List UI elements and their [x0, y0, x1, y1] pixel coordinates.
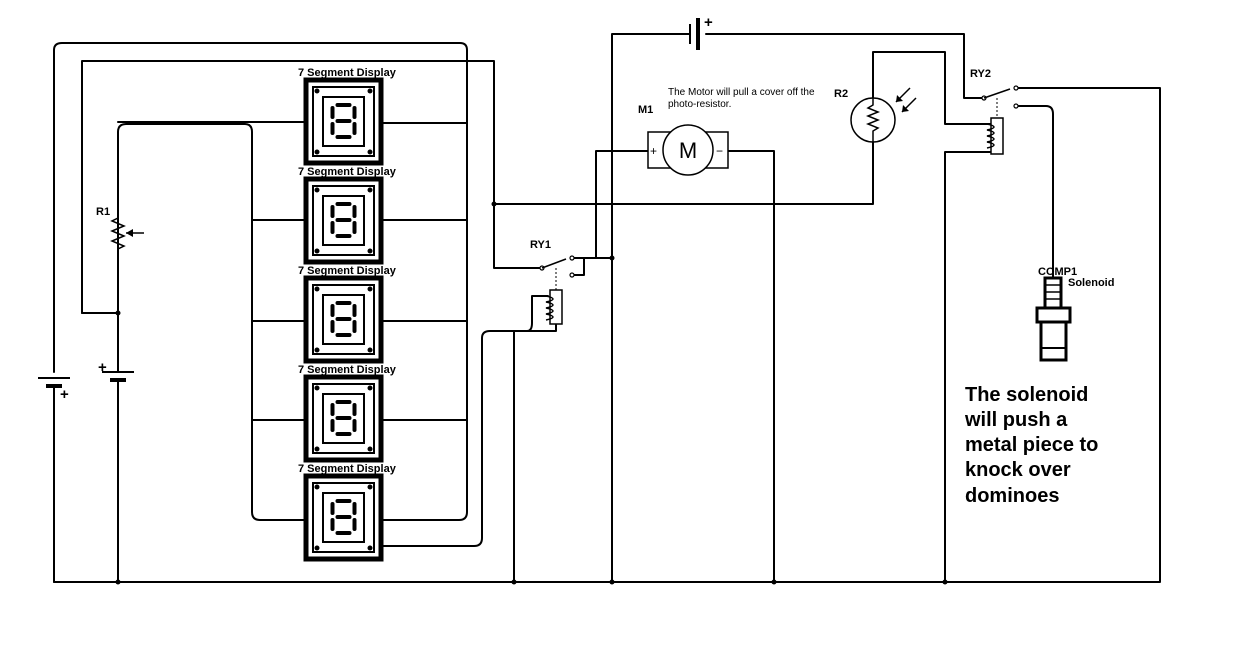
solenoid-note: The solenoid will push a metal piece to … — [964, 384, 1098, 507]
battery-left-plus: + — [60, 386, 69, 403]
r1-label: R1 — [96, 206, 110, 218]
wire-r2-to-bus — [493, 141, 874, 205]
battery-top: + — [689, 14, 713, 50]
seven-segment-display: 7 Segment Display — [298, 265, 397, 364]
r2-label: R2 — [834, 88, 848, 100]
display-label: 7 Segment Display — [298, 265, 397, 277]
wire-ry1-lower — [571, 257, 585, 276]
motor-note-line2: photo-resistor. — [668, 99, 731, 110]
solenoid-note-line1: The solenoid — [965, 384, 1088, 406]
junction-dot — [942, 579, 948, 585]
junctions — [115, 201, 948, 585]
motor-symbol: M — [679, 138, 697, 163]
ry2-label: RY2 — [970, 68, 991, 80]
photoresistor-r2: R2 — [834, 87, 917, 143]
seven-segment-displays: 7 Segment Display 7 Segment Display 7 Segm… — [298, 67, 397, 562]
junction-dot — [771, 579, 777, 585]
wires — [53, 33, 1161, 583]
motor-m1: M1 The Motor will pull a cover off the p… — [638, 87, 815, 176]
battery-top-plus: + — [704, 14, 713, 31]
wire-inner-top — [81, 60, 541, 314]
junction-dot — [609, 579, 615, 585]
battery-left: + — [38, 377, 70, 403]
wire-motor-ground — [713, 150, 775, 583]
comp1-label: COMP1 — [1038, 266, 1077, 278]
motor-plus: + — [650, 144, 657, 158]
wire-topbat-to-ry2 — [705, 33, 985, 99]
display-label: 7 Segment Display — [298, 67, 397, 79]
wire-ry2-coil-ground — [944, 151, 997, 583]
wire-left-battery-top — [53, 42, 468, 521]
seven-segment-display: 7 Segment Display — [298, 166, 397, 265]
seven-segment-display: 7 Segment Display — [298, 364, 397, 463]
motor-note-line1: The Motor will pull a cover off the — [668, 87, 815, 98]
motor-minus: − — [716, 144, 723, 158]
solenoid-note-line2: will push a — [964, 409, 1068, 431]
solenoid-comp1: COMP1 Solenoid — [1035, 266, 1114, 362]
solenoid-note-line3: metal piece to — [965, 434, 1098, 456]
wire-ry1-to-topbat — [595, 33, 691, 259]
seven-segment-display: 7 Segment Display — [298, 67, 397, 166]
seven-segment-display: 7 Segment Display — [298, 463, 397, 562]
ry1-label: RY1 — [530, 239, 551, 251]
junction-dot — [491, 201, 497, 207]
junction-dot — [115, 579, 121, 585]
wire-ry1-coil-ground — [513, 324, 557, 583]
battery-middle: + — [98, 359, 134, 382]
wire-display5-to-ry1 — [379, 295, 549, 547]
solenoid-note-line5: dominoes — [965, 485, 1059, 507]
wire-r2-top — [872, 51, 997, 125]
display-label: 7 Segment Display — [298, 166, 397, 178]
relay-ry2: RY2 — [970, 68, 1019, 155]
relay-ry1: RY1 — [530, 239, 575, 325]
wire-ry2-to-solenoid — [1015, 105, 1054, 279]
potentiometer-r1: R1 — [96, 132, 144, 313]
wire-left-bus — [117, 123, 307, 521]
wire-ground-bus — [53, 87, 1161, 583]
solenoid-note-line4: knock over — [965, 459, 1071, 481]
junction-dot — [511, 579, 517, 585]
display-label: 7 Segment Display — [298, 364, 397, 376]
display-label: 7 Segment Display — [298, 463, 397, 475]
comp1-name: Solenoid — [1068, 277, 1114, 289]
battery-middle-plus: + — [98, 359, 107, 376]
junction-dot — [609, 255, 615, 261]
m1-label: M1 — [638, 104, 653, 116]
